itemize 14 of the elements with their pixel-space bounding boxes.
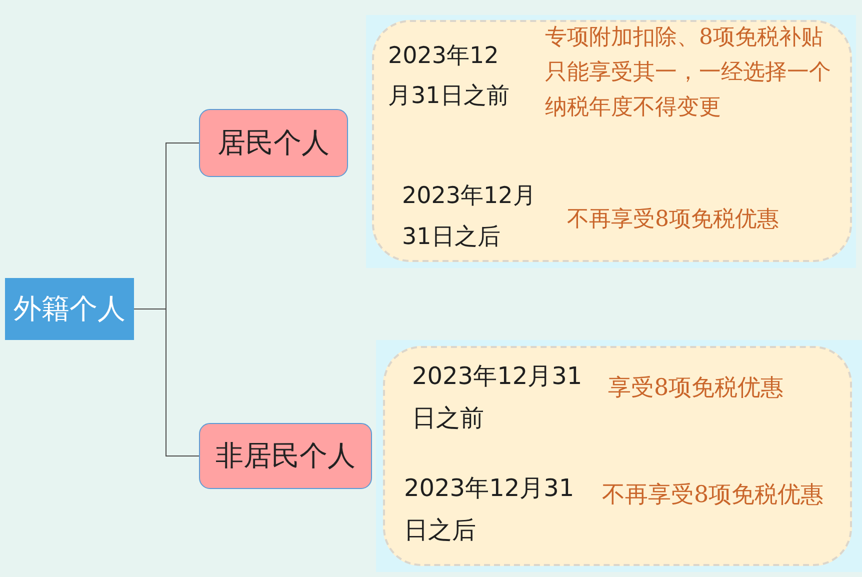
category-box: 居民个人 [199, 109, 348, 177]
note-panel [376, 340, 862, 572]
date-text: 2023年12月31日之前 [388, 42, 510, 111]
category-box: 非居民个人 [199, 423, 372, 489]
connector-line [134, 308, 200, 456]
note-panel [366, 15, 856, 268]
note-text: 享受8项免税优惠 [608, 374, 784, 403]
date-text: 2023年12月31日之后 [402, 182, 537, 252]
category-box: 外籍个人 [5, 278, 134, 340]
note-text: 不再享受8项免税优惠 [567, 206, 779, 234]
note-text: 专项附加扣除、8项免税补贴只能享受其一，一经选择一个纳税年度不得变更 [545, 24, 832, 122]
date-text: 2023年12月31日之后 [404, 473, 576, 546]
note-text: 不再享受8项免税优惠 [602, 481, 824, 510]
date-text: 2023年12月31日之前 [412, 361, 584, 434]
